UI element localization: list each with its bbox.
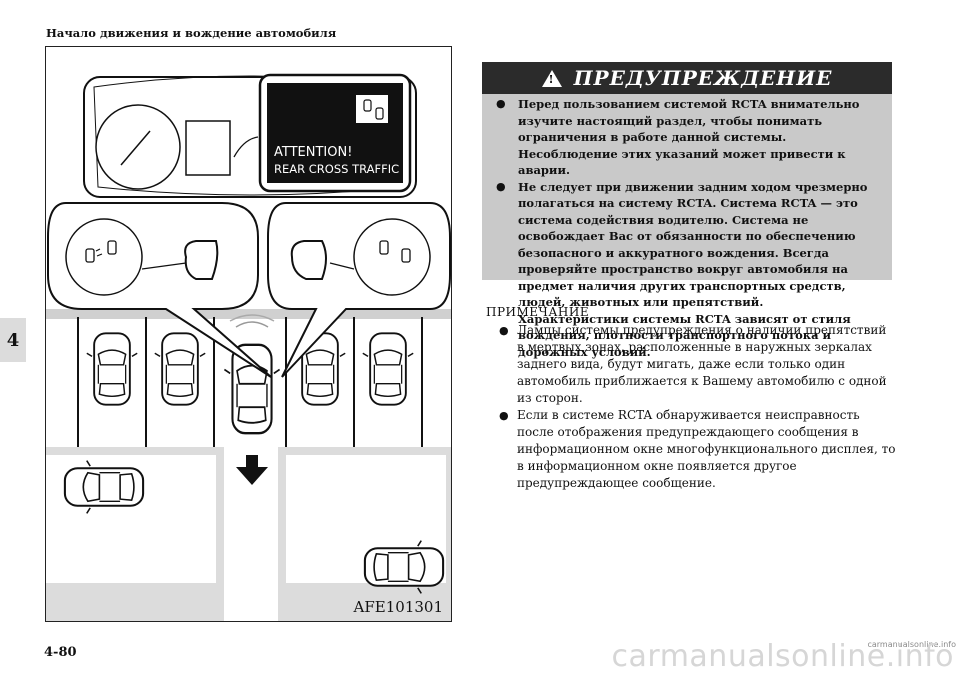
- rcta-illustration: ATTENTION! REAR CROSS TRAFFIC AFE101301: [45, 46, 452, 622]
- note-section: ПРИМЕЧАНИЕ ● Лампы системы предупреждени…: [486, 304, 896, 492]
- page-header: Начало движения и вождение автомобиля: [46, 26, 337, 40]
- own-vehicle: [223, 314, 281, 435]
- watermark-small: carmanualsonline.info: [867, 640, 956, 649]
- note-item: ● Лампы системы предупреждения о наличии…: [499, 323, 887, 405]
- display-text-line1: ATTENTION!: [274, 145, 352, 160]
- right-mirror-callout: [267, 202, 451, 378]
- warning-item-continuation: Характеристики системы RCTA зависят от с…: [518, 311, 851, 359]
- note-item: ● Если в системе RCTA обнаруживается неи…: [499, 408, 896, 490]
- warning-box: ! ПРЕДУПРЕЖДЕНИЕ ● Перед пользованием си…: [482, 62, 892, 359]
- figure-code: AFE101301: [353, 598, 443, 616]
- watermark[interactable]: carmanualsonline.info: [611, 639, 954, 674]
- warning-item: ● Перед пользованием системой RCTA внима…: [496, 97, 860, 177]
- rcta-diagram: ATTENTION! REAR CROSS TRAFFIC: [46, 73, 451, 621]
- approaching-vehicle-right: [363, 539, 445, 595]
- warning-triangle-icon: !: [541, 69, 562, 87]
- warning-title: ПРЕДУПРЕЖДЕНИЕ: [573, 66, 833, 90]
- bullet-icon: ●: [499, 409, 509, 422]
- chapter-tab: 4: [0, 318, 26, 362]
- bullet-icon: ●: [499, 324, 509, 337]
- note-title: ПРИМЕЧАНИЕ: [486, 305, 590, 319]
- arrow-down-icon: [236, 455, 268, 485]
- warning-header: ! ПРЕДУПРЕЖДЕНИЕ: [482, 62, 892, 94]
- page-number: 4-80: [44, 645, 77, 660]
- display-text-line2: REAR CROSS TRAFFIC: [274, 162, 399, 176]
- left-mirror-callout: [47, 202, 272, 378]
- approaching-vehicle-left: [63, 459, 145, 515]
- information-display: ATTENTION! REAR CROSS TRAFFIC: [258, 73, 412, 193]
- warning-body: ● Перед пользованием системой RCTA внима…: [482, 94, 892, 360]
- bullet-icon: ●: [496, 97, 506, 110]
- bullet-icon: ●: [496, 179, 506, 193]
- warning-item: ● Не следует при движении задним ходом ч…: [496, 179, 882, 361]
